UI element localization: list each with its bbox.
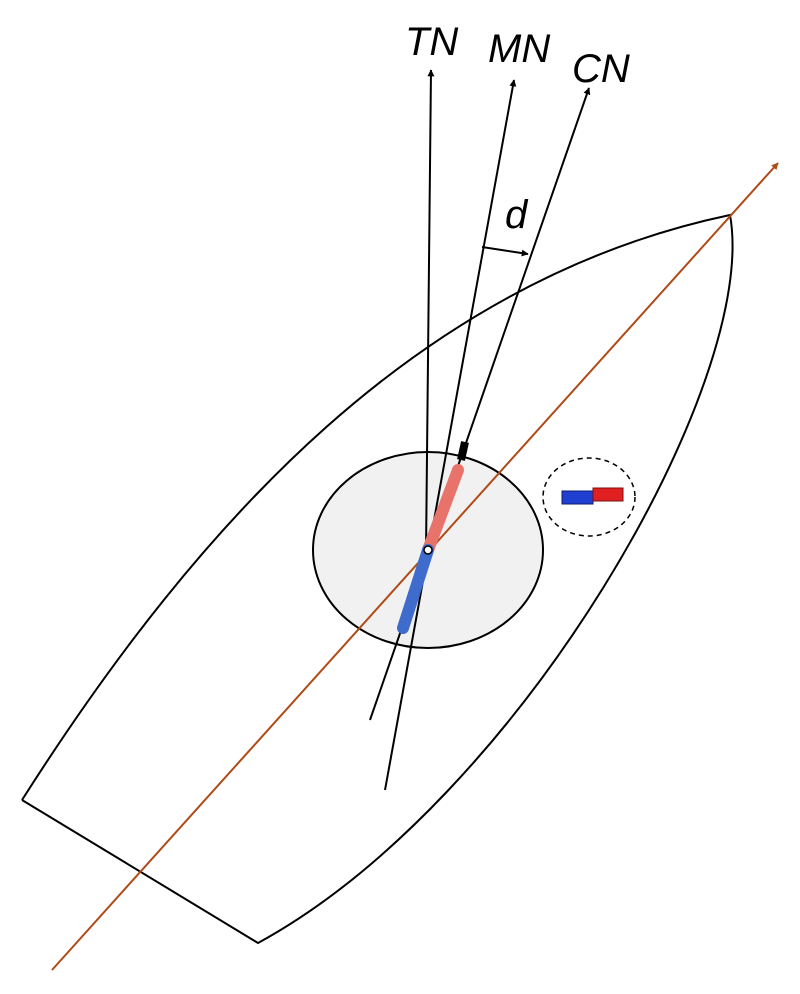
compass-needle bbox=[397, 441, 469, 634]
label-mn: MN bbox=[488, 27, 550, 71]
needle-south-half bbox=[397, 544, 434, 634]
magnetic-north-line bbox=[384, 79, 517, 791]
needle-north-half bbox=[422, 464, 464, 556]
label-cn: CN bbox=[572, 47, 630, 91]
magnet-red-end bbox=[592, 487, 624, 502]
heading-line bbox=[51, 162, 779, 971]
true-north-line bbox=[425, 69, 435, 553]
label-tn: TN bbox=[405, 20, 458, 64]
label-d: d bbox=[505, 193, 529, 237]
deviation-arrow bbox=[481, 246, 529, 257]
magnet-icon bbox=[542, 457, 636, 537]
needle-tip bbox=[457, 441, 469, 461]
needle-pivot bbox=[423, 545, 433, 555]
magnet-blue-end bbox=[561, 490, 594, 505]
magnet-dashed-circle bbox=[542, 457, 636, 537]
